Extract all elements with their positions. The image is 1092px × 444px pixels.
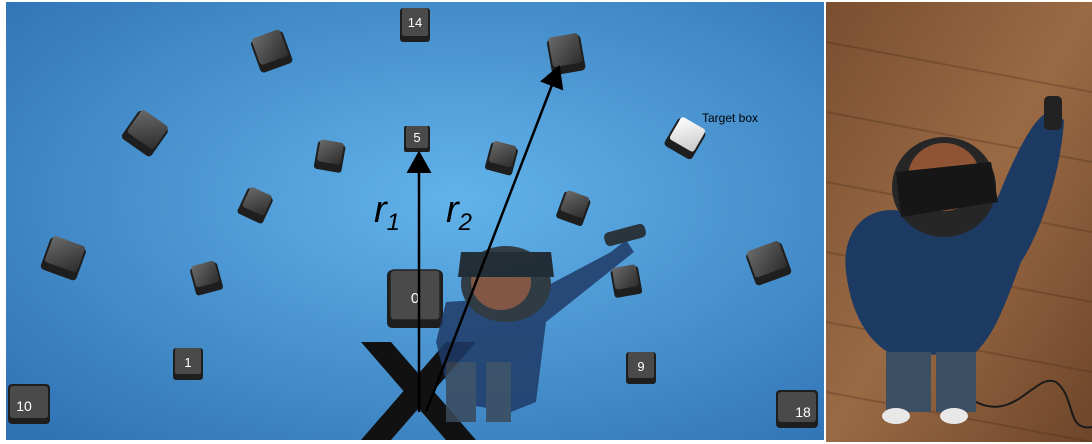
box-unlabeled (610, 264, 643, 298)
box-unlabeled (40, 236, 86, 281)
box-18: 18 (776, 390, 818, 428)
participant-photo-svg (826, 2, 1092, 442)
box-0-label: 0 (411, 290, 419, 307)
box-0: 0 (387, 269, 443, 328)
box-18-label: 18 (795, 404, 811, 420)
user-avatar (436, 223, 646, 422)
box-unlabeled (121, 110, 168, 157)
box-14: 14 (400, 8, 430, 42)
box-10-label: 10 (16, 398, 32, 414)
box-unlabeled (746, 241, 792, 286)
participant (845, 96, 1064, 424)
box-1-label: 1 (184, 355, 191, 370)
box-unlabeled (251, 29, 293, 73)
box-10: 10 (8, 384, 50, 424)
target-box-label: Target box (702, 111, 758, 125)
box-unlabeled (546, 33, 586, 76)
box-unlabeled (485, 141, 518, 176)
participant-photo (826, 2, 1092, 442)
box-9: 9 (626, 352, 656, 384)
vr-background (6, 2, 824, 440)
vr-controller (1044, 96, 1062, 130)
box-unlabeled (237, 187, 273, 224)
radius-arrow-r2 (424, 65, 564, 413)
vr-scene-panel: Target box 14 5 0 1 (6, 2, 824, 440)
radius-label-r1: r1 (374, 189, 400, 236)
box-5: 5 (404, 126, 430, 152)
box-5-label: 5 (413, 130, 420, 145)
radius-label-r2: r2 (446, 189, 472, 236)
box-unlabeled (190, 261, 223, 296)
box-14-label: 14 (408, 15, 422, 30)
box-1: 1 (173, 348, 203, 380)
box-unlabeled (556, 190, 591, 226)
target-box (664, 117, 706, 160)
vr-scene-svg: Target box 14 5 0 1 (6, 2, 824, 440)
box-9-label: 9 (637, 359, 644, 374)
box-unlabeled (313, 139, 346, 173)
